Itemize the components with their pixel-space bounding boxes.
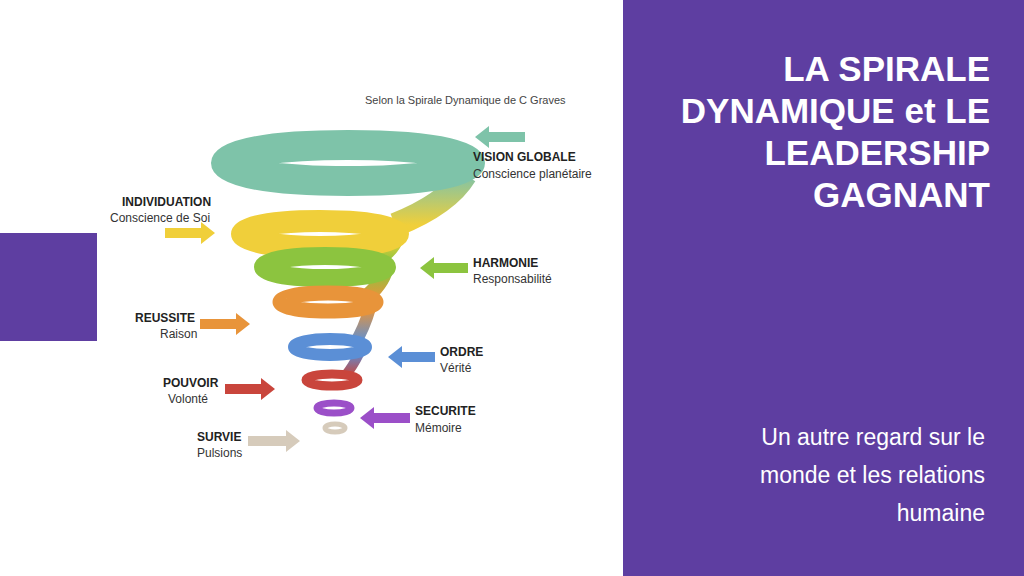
level-keyword: Responsabilité	[473, 271, 552, 287]
level-name: SECURITE	[415, 403, 476, 419]
spiral-turn	[317, 403, 351, 413]
pointer-arrow	[360, 407, 410, 429]
level-name: HARMONIE	[473, 255, 538, 271]
spiral-turn	[226, 145, 470, 181]
level-name: VISION GLOBALE	[473, 149, 576, 165]
level-keyword: Mémoire	[415, 420, 462, 436]
spiral-turn	[280, 293, 376, 311]
slide-title: LA SPIRALE DYNAMIQUE et LE LEADERSHIP GA…	[660, 48, 990, 216]
level-name: SURVIE	[197, 429, 241, 445]
slide-caption: Un autre regard sur le monde et les rela…	[700, 418, 985, 532]
pointer-arrow	[165, 222, 215, 244]
spiral-turn	[242, 221, 398, 247]
source-note: Selon la Spirale Dynamique de C Graves	[365, 92, 566, 108]
decor-square	[0, 233, 97, 341]
level-name: POUVOIR	[163, 375, 218, 391]
level-name: REUSSITE	[135, 310, 195, 326]
level-keyword: Pulsions	[197, 445, 242, 461]
level-keyword: Volonté	[168, 391, 208, 407]
pointer-arrow	[420, 257, 468, 279]
pointer-arrow	[225, 378, 275, 400]
level-name: ORDRE	[440, 344, 483, 360]
level-keyword: Conscience planétaire	[473, 166, 592, 182]
level-name: INDIVIDUATION	[122, 194, 211, 210]
level-keyword: Raison	[160, 326, 197, 342]
level-keyword: Conscience de Soi	[110, 210, 210, 226]
pointer-arrow	[200, 313, 250, 335]
spiral-turn	[306, 374, 358, 386]
level-keyword: Vérité	[440, 360, 471, 376]
spiral-turn	[294, 339, 366, 355]
pointer-arrow	[248, 430, 300, 452]
title-panel	[623, 0, 1024, 576]
pointer-arrow	[475, 126, 525, 148]
spiral-turn	[325, 424, 345, 432]
spiral-turn	[263, 256, 387, 278]
pointer-arrow	[388, 346, 435, 368]
